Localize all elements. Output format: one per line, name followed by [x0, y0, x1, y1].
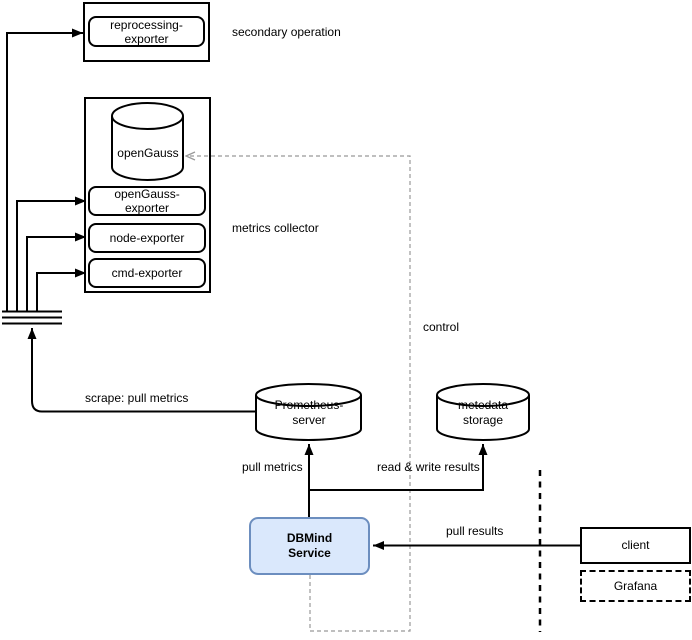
grafana-label: Grafana	[613, 578, 658, 593]
bus-bar	[2, 310, 62, 325]
metadata-storage-label: metedata storage	[457, 398, 509, 427]
node-exporter-node: node-exporter	[88, 223, 206, 253]
client-label: client	[621, 538, 650, 552]
reprocessing-exporter-node: reprocessing- exporter	[88, 16, 205, 47]
scrape-pull-metrics-label: scrape: pull metrics	[85, 391, 189, 405]
arrow-read-write-results	[309, 444, 488, 491]
prometheus-server-label: Prometheus- server	[274, 398, 344, 427]
cmd-exporter-label: cmd-exporter	[111, 265, 183, 280]
arrow-to-opengauss-exporter	[16, 196, 86, 311]
node-exporter-label: node-exporter	[109, 230, 185, 245]
opengauss-cylinder	[111, 102, 184, 181]
arrow-to-cmd-exporter	[36, 268, 86, 311]
control-dashed-loop	[186, 156, 411, 632]
read-write-results-label: read & write results	[377, 460, 480, 474]
opengauss-exporter-node: openGauss- exporter	[88, 186, 206, 216]
reprocessing-exporter-label: reprocessing- exporter	[110, 17, 183, 46]
grafana-node: Grafana	[580, 570, 691, 602]
arrow-scrape-pull-metrics	[27, 328, 256, 413]
arrow-to-reprocessing-exporter	[6, 28, 83, 311]
prometheus-server-cylinder	[255, 383, 362, 441]
reprocessing-exporter-box	[83, 2, 210, 62]
cmd-exporter-node: cmd-exporter	[88, 258, 206, 288]
opengauss-exporter-label: openGauss- exporter	[114, 187, 180, 215]
control-label: control	[423, 320, 460, 334]
pull-results-label: pull results	[446, 524, 504, 538]
dbmind-service-label: DBMind Service	[286, 531, 333, 560]
secondary-operation-label: secondary operation	[232, 25, 341, 39]
pull-metrics-label: pull metrics	[242, 460, 303, 474]
arrow-to-node-exporter	[26, 232, 86, 311]
metadata-storage-cylinder	[436, 383, 530, 441]
metrics-collector-label: metrics collector	[232, 221, 319, 235]
client-node: client	[580, 527, 691, 564]
metrics-collector-box	[84, 97, 211, 293]
opengauss-label: openGauss	[117, 146, 179, 160]
dbmind-service-node: DBMind Service	[249, 517, 370, 575]
